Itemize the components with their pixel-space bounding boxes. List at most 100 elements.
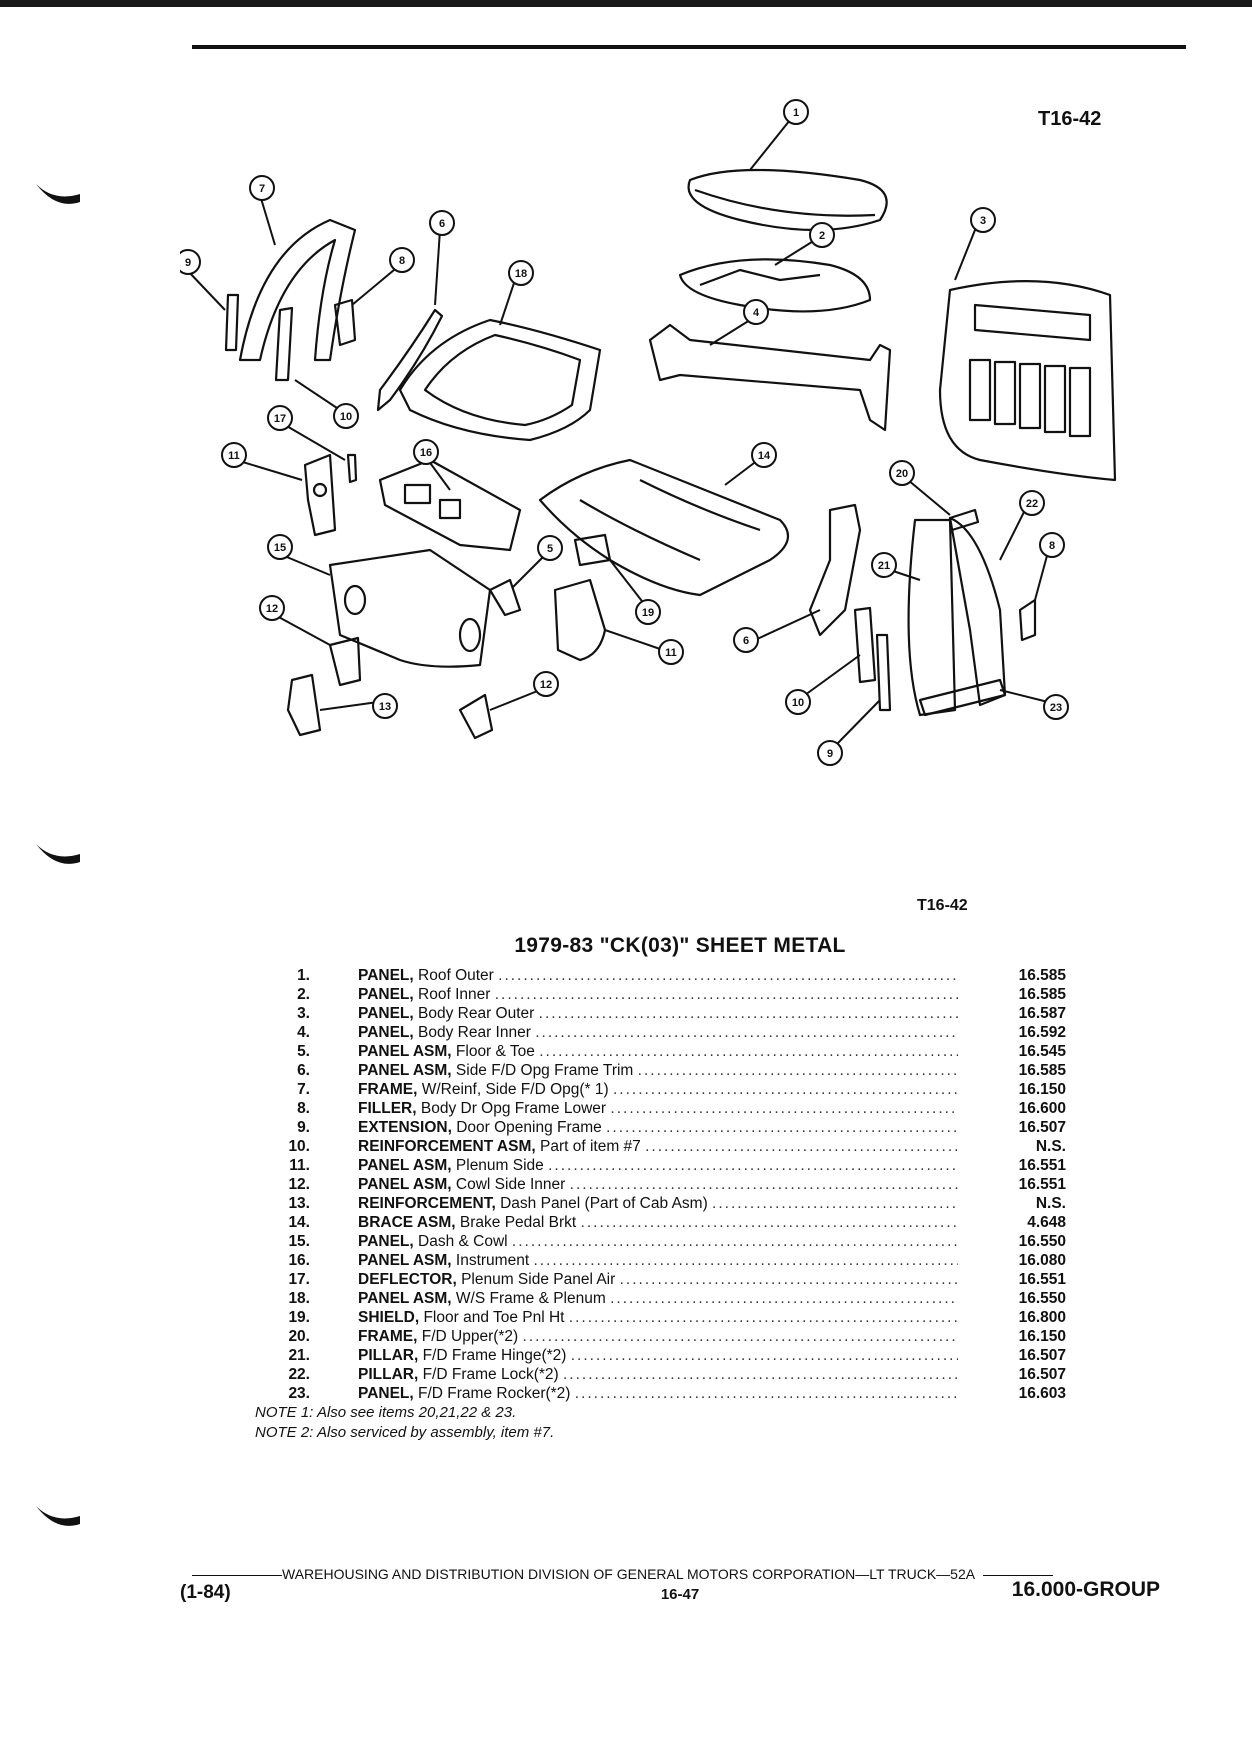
- part-name: PILLAR,: [358, 1366, 419, 1383]
- callout-circle: [889, 460, 915, 486]
- part-detail: Roof Outer: [418, 967, 494, 984]
- part-detail: Brake Pedal Brkt: [459, 1214, 577, 1231]
- dot-leader: ........................................…: [712, 1195, 958, 1212]
- callout-number: 8: [1049, 540, 1055, 552]
- part-number: 17.: [288, 1271, 310, 1288]
- part-detail: W/S Frame & Plenum: [455, 1290, 606, 1307]
- part-group-number: 16.507: [1018, 1347, 1066, 1364]
- part-detail: F/D Upper(*2): [421, 1328, 519, 1345]
- dot-leader: ........................................…: [511, 1233, 958, 1250]
- part-detail: Floor & Toe: [455, 1043, 535, 1060]
- part-name: PANEL,: [358, 1233, 414, 1250]
- part-description: BRACE ASM, Brake Pedal Brkt ............…: [358, 1213, 958, 1232]
- callout-circle: [871, 552, 897, 578]
- callout-circle: [785, 689, 811, 715]
- callout-number: 18: [515, 268, 527, 280]
- figure-id-top: T16-42: [1038, 108, 1102, 130]
- parts-list-row: 16.PANEL ASM, Instrument ...............…: [250, 1251, 1090, 1270]
- parts-list-row: 10.REINFORCEMENT ASM, Part of item #7 ..…: [250, 1137, 1090, 1156]
- windshield-frame-part: [398, 318, 602, 442]
- door-frame-part: [238, 218, 357, 362]
- part-name: PANEL ASM,: [358, 1157, 452, 1174]
- part-name: PANEL ASM,: [358, 1252, 452, 1269]
- part-name: FRAME,: [358, 1081, 418, 1098]
- footer-division-line: WAREHOUSING AND DISTRIBUTION DIVISION OF…: [192, 1566, 1160, 1582]
- callout-number: 11: [665, 647, 677, 659]
- part-number: 11.: [289, 1157, 310, 1174]
- part-group-number: 16.551: [1018, 1157, 1066, 1174]
- part-name: PANEL ASM,: [358, 1043, 452, 1060]
- part-number: 5.: [297, 1043, 310, 1060]
- part-number: 4.: [297, 1024, 310, 1041]
- header-rule: [192, 45, 1186, 49]
- footer-date: (1-84): [180, 1582, 231, 1603]
- parts-list-row: 14.BRACE ASM, Brake Pedal Brkt .........…: [250, 1213, 1090, 1232]
- part-detail: Body Dr Opg Frame Lower: [420, 1100, 607, 1117]
- callout-circle: [259, 595, 285, 621]
- part-name: FILLER,: [358, 1100, 417, 1117]
- callout-circle: [751, 442, 777, 468]
- part-name: FRAME,: [358, 1328, 418, 1345]
- body-rear-inner-part: [648, 323, 892, 432]
- callout-circle: [743, 299, 769, 325]
- part-description: PANEL ASM, Floor & Toe .................…: [358, 1042, 958, 1061]
- part-detail: Dash & Cowl: [418, 1233, 508, 1250]
- footer-page-number: 16-47: [660, 1586, 700, 1603]
- part-name: SHIELD,: [358, 1309, 420, 1326]
- parts-list-row: 23.PANEL, F/D Frame Rocker(*2) .........…: [250, 1384, 1090, 1403]
- callout-number: 13: [379, 701, 391, 713]
- callout-circle: [413, 439, 439, 465]
- parts-list-row: 17.DEFLECTOR, Plenum Side Panel Air ....…: [250, 1270, 1090, 1289]
- dot-leader: ........................................…: [494, 986, 958, 1003]
- callout-number: 12: [540, 679, 552, 691]
- part-description: PANEL ASM, Side F/D Opg Frame Trim .....…: [358, 1061, 958, 1080]
- part-group-number: 16.603: [1018, 1385, 1066, 1402]
- callout-number: 22: [1026, 498, 1038, 510]
- part-group-number: 16.550: [1018, 1233, 1066, 1250]
- roof-inner-part: [678, 258, 872, 313]
- callout-circle: [221, 442, 247, 468]
- callout-number: 3: [980, 215, 986, 227]
- parts-list-row: 13.REINFORCEMENT, Dash Panel (Part of Ca…: [250, 1194, 1090, 1213]
- dot-leader: ........................................…: [610, 1100, 958, 1117]
- dot-leader: ........................................…: [548, 1157, 958, 1174]
- callout-number: 10: [340, 411, 352, 423]
- callout-number: 1: [793, 107, 799, 119]
- callout-number: 6: [743, 635, 749, 647]
- callout-circle: [537, 535, 563, 561]
- part-detail: Plenum Side Panel Air: [461, 1271, 616, 1288]
- page-top-edge: [0, 0, 1252, 7]
- dot-leader: ........................................…: [645, 1138, 958, 1155]
- part-description: SHIELD, Floor and Toe Pnl Ht ...........…: [358, 1308, 958, 1327]
- part-detail: F/D Frame Hinge(*2): [422, 1347, 567, 1364]
- part-detail: F/D Frame Rocker(*2): [418, 1385, 571, 1402]
- callout-number: 15: [274, 542, 286, 554]
- callout-circle: [635, 599, 661, 625]
- part-description: PANEL, F/D Frame Rocker(*2) ............…: [358, 1384, 958, 1403]
- part-group-number: 16.545: [1018, 1043, 1066, 1060]
- callout-number: 11: [228, 450, 240, 462]
- callout-circle: [508, 260, 534, 286]
- callout-circle: [333, 403, 359, 429]
- callout-number: 17: [274, 413, 286, 425]
- part-group-number: 16.551: [1018, 1271, 1066, 1288]
- footer-group: 16.000-GROUP: [1011, 1578, 1160, 1601]
- part-name: PANEL,: [358, 1005, 414, 1022]
- parts-list-row: 20.FRAME, F/D Upper(*2) ................…: [250, 1327, 1090, 1346]
- part-group-number: 4.648: [1027, 1214, 1066, 1231]
- parts-list-row: 5. PANEL ASM, Floor & Toe ...............…: [250, 1042, 1090, 1061]
- part-detail: Dash Panel (Part of Cab Asm): [500, 1195, 708, 1212]
- part-number: 19.: [288, 1309, 310, 1326]
- callout-number: 14: [758, 450, 771, 462]
- part-name: PANEL,: [358, 986, 414, 1003]
- part-description: PANEL ASM, W/S Frame & Plenum ..........…: [358, 1289, 958, 1308]
- callout-circle: [429, 210, 455, 236]
- part-detail: Roof Inner: [418, 986, 491, 1003]
- note-1: NOTE 1: Also see items 20,21,22 & 23.: [255, 1404, 517, 1421]
- part-description: PANEL, Body Rear Inner .................…: [358, 1023, 958, 1042]
- callout-circle: [970, 207, 996, 233]
- part-number: 9.: [297, 1119, 310, 1136]
- part-detail: F/D Frame Lock(*2): [422, 1366, 559, 1383]
- dot-leader: ........................................…: [533, 1252, 958, 1269]
